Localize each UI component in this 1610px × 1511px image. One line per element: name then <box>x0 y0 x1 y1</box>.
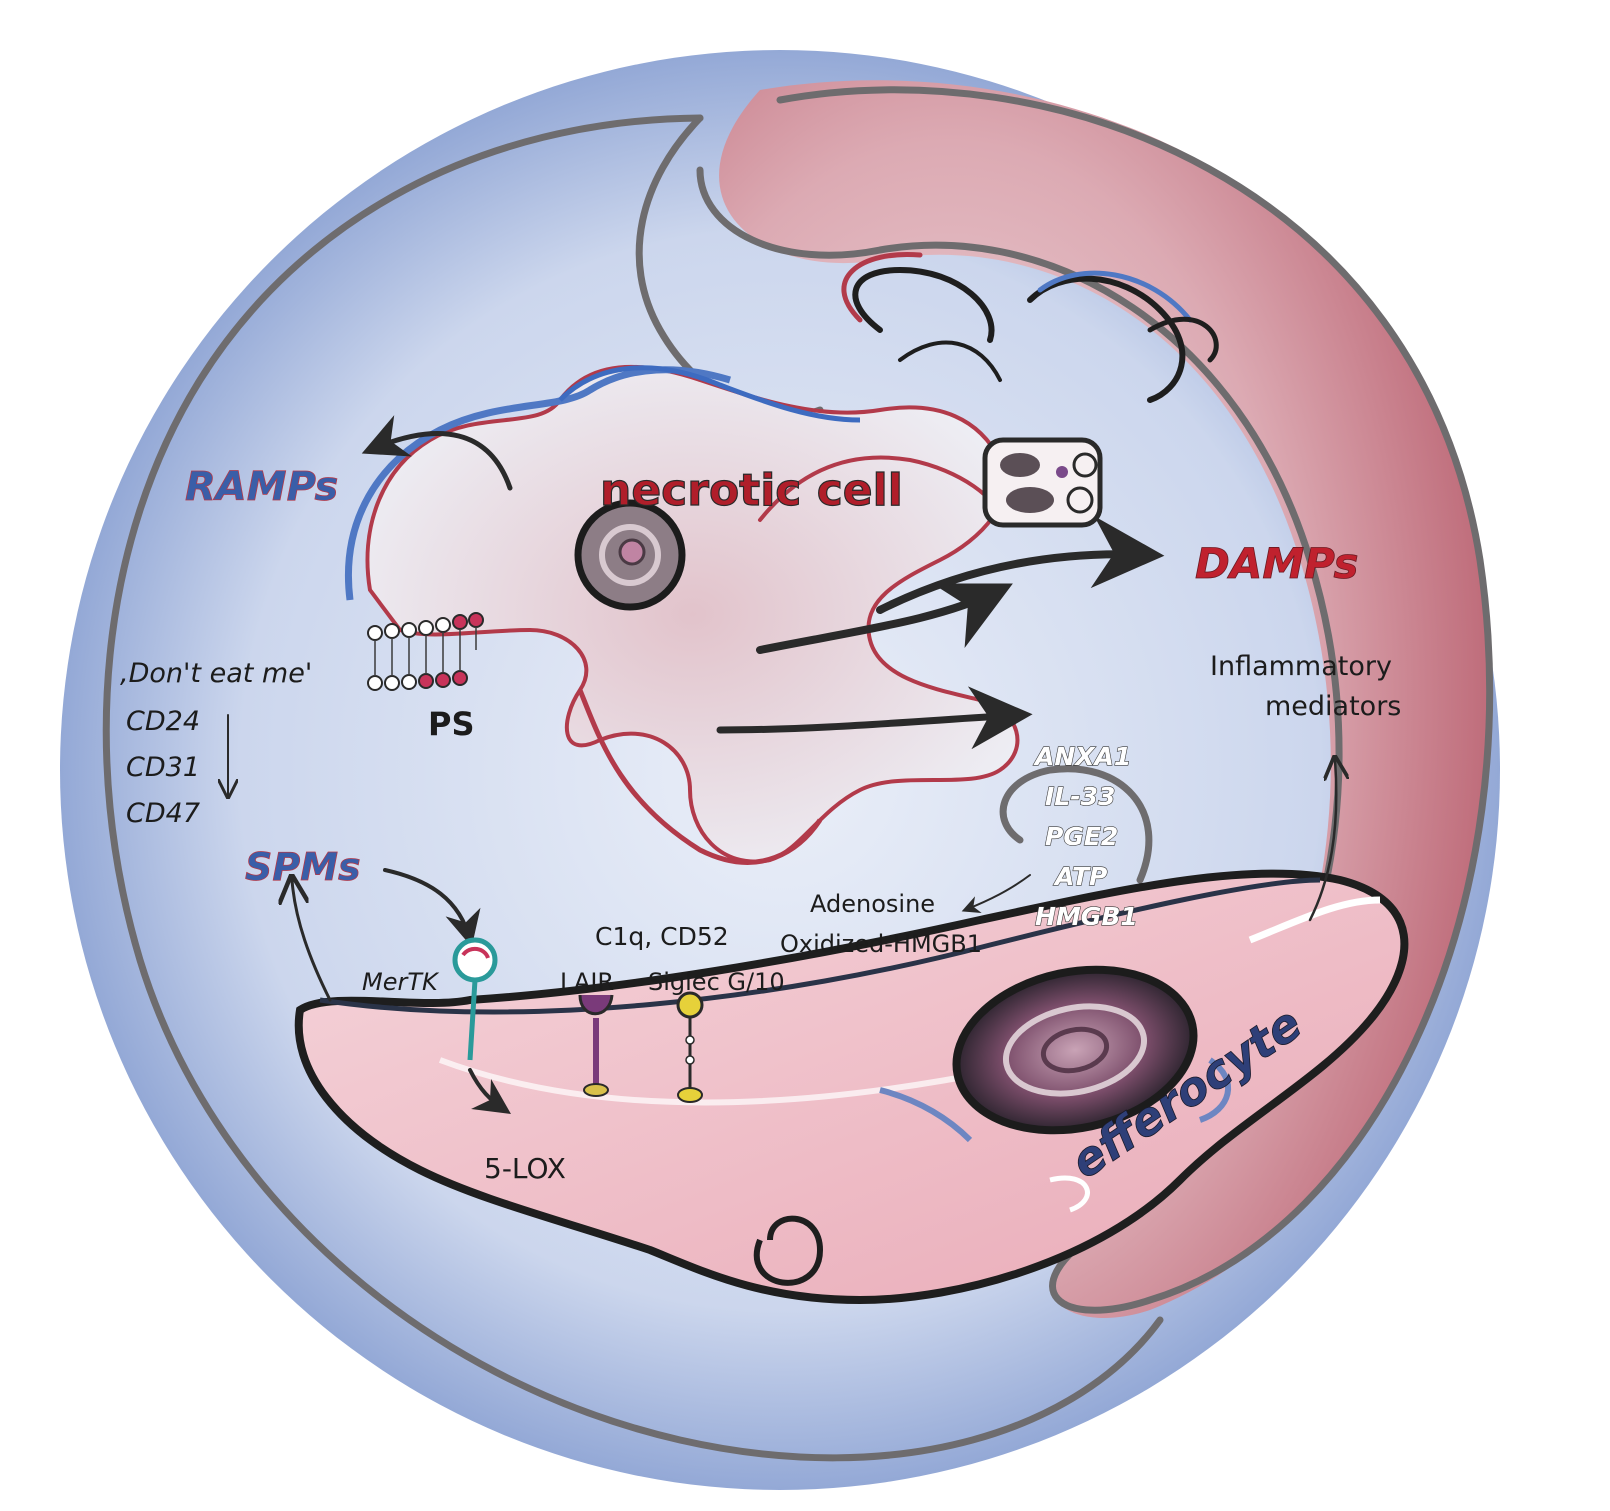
anxa1-label: ANXA1 <box>1033 742 1131 771</box>
spms-feedback-arrow <box>292 880 332 1002</box>
hmgb1-label: HMGB1 <box>1035 902 1138 931</box>
damps-label: DAMPs <box>1195 539 1358 588</box>
damps-arrow-1 <box>756 583 1013 654</box>
cd31-label: CD31 <box>126 752 200 783</box>
lair-receptor <box>578 994 614 1097</box>
five-lox-label: 5-LOX <box>484 1152 566 1185</box>
atp-label: ATP <box>1053 862 1107 891</box>
ps-label: PS <box>428 705 475 743</box>
adenosine-arrow <box>961 874 1031 914</box>
outer-outline <box>102 86 1494 1462</box>
mertk-label: MerTK <box>362 968 440 996</box>
lipid-bilayer <box>367 612 484 691</box>
organelle-cluster <box>982 437 1103 528</box>
cd24-label: CD24 <box>126 706 200 737</box>
spms-arrow <box>383 868 481 947</box>
siglec-label: Siglec G/10 <box>648 968 785 996</box>
mediators-arrow <box>716 686 1033 750</box>
cd47-label: CD47 <box>126 798 200 829</box>
lair-label: LAIR <box>560 968 614 996</box>
necrotic-cell-label: necrotic cell <box>600 465 903 516</box>
mertk-receptor <box>452 937 498 1061</box>
efferocyte-nucleus <box>952 965 1198 1135</box>
ramps-arrow <box>361 415 513 491</box>
dont-eat-me-label: ,Don't eat me' <box>120 658 312 689</box>
red-swirls <box>758 251 1219 522</box>
oxidized-hmgb1-label: Oxidized-HMGB1 <box>780 930 982 958</box>
necrotic-cell <box>345 364 1020 865</box>
c1q-cd52-label: C1q, CD52 <box>595 922 729 951</box>
efferocyte-membrane <box>319 877 1321 1015</box>
ramps-label: RAMPs <box>185 464 338 510</box>
mediators-label: mediators <box>1265 691 1401 722</box>
siglec-receptor <box>676 991 704 1103</box>
necrotic-nucleus <box>574 499 686 611</box>
inflammatory-label: Inflammatory <box>1210 651 1392 682</box>
five-lox-arrow <box>468 1068 511 1114</box>
adenosine-label: Adenosine <box>810 890 935 918</box>
il33-label: IL-33 <box>1045 782 1115 811</box>
arrows <box>228 415 1336 1114</box>
pge2-label: PGE2 <box>1045 822 1118 851</box>
inflammatory-arrow <box>1308 760 1336 922</box>
damps-arrow-2 <box>876 516 1165 614</box>
spms-label: SPMs <box>245 845 361 889</box>
